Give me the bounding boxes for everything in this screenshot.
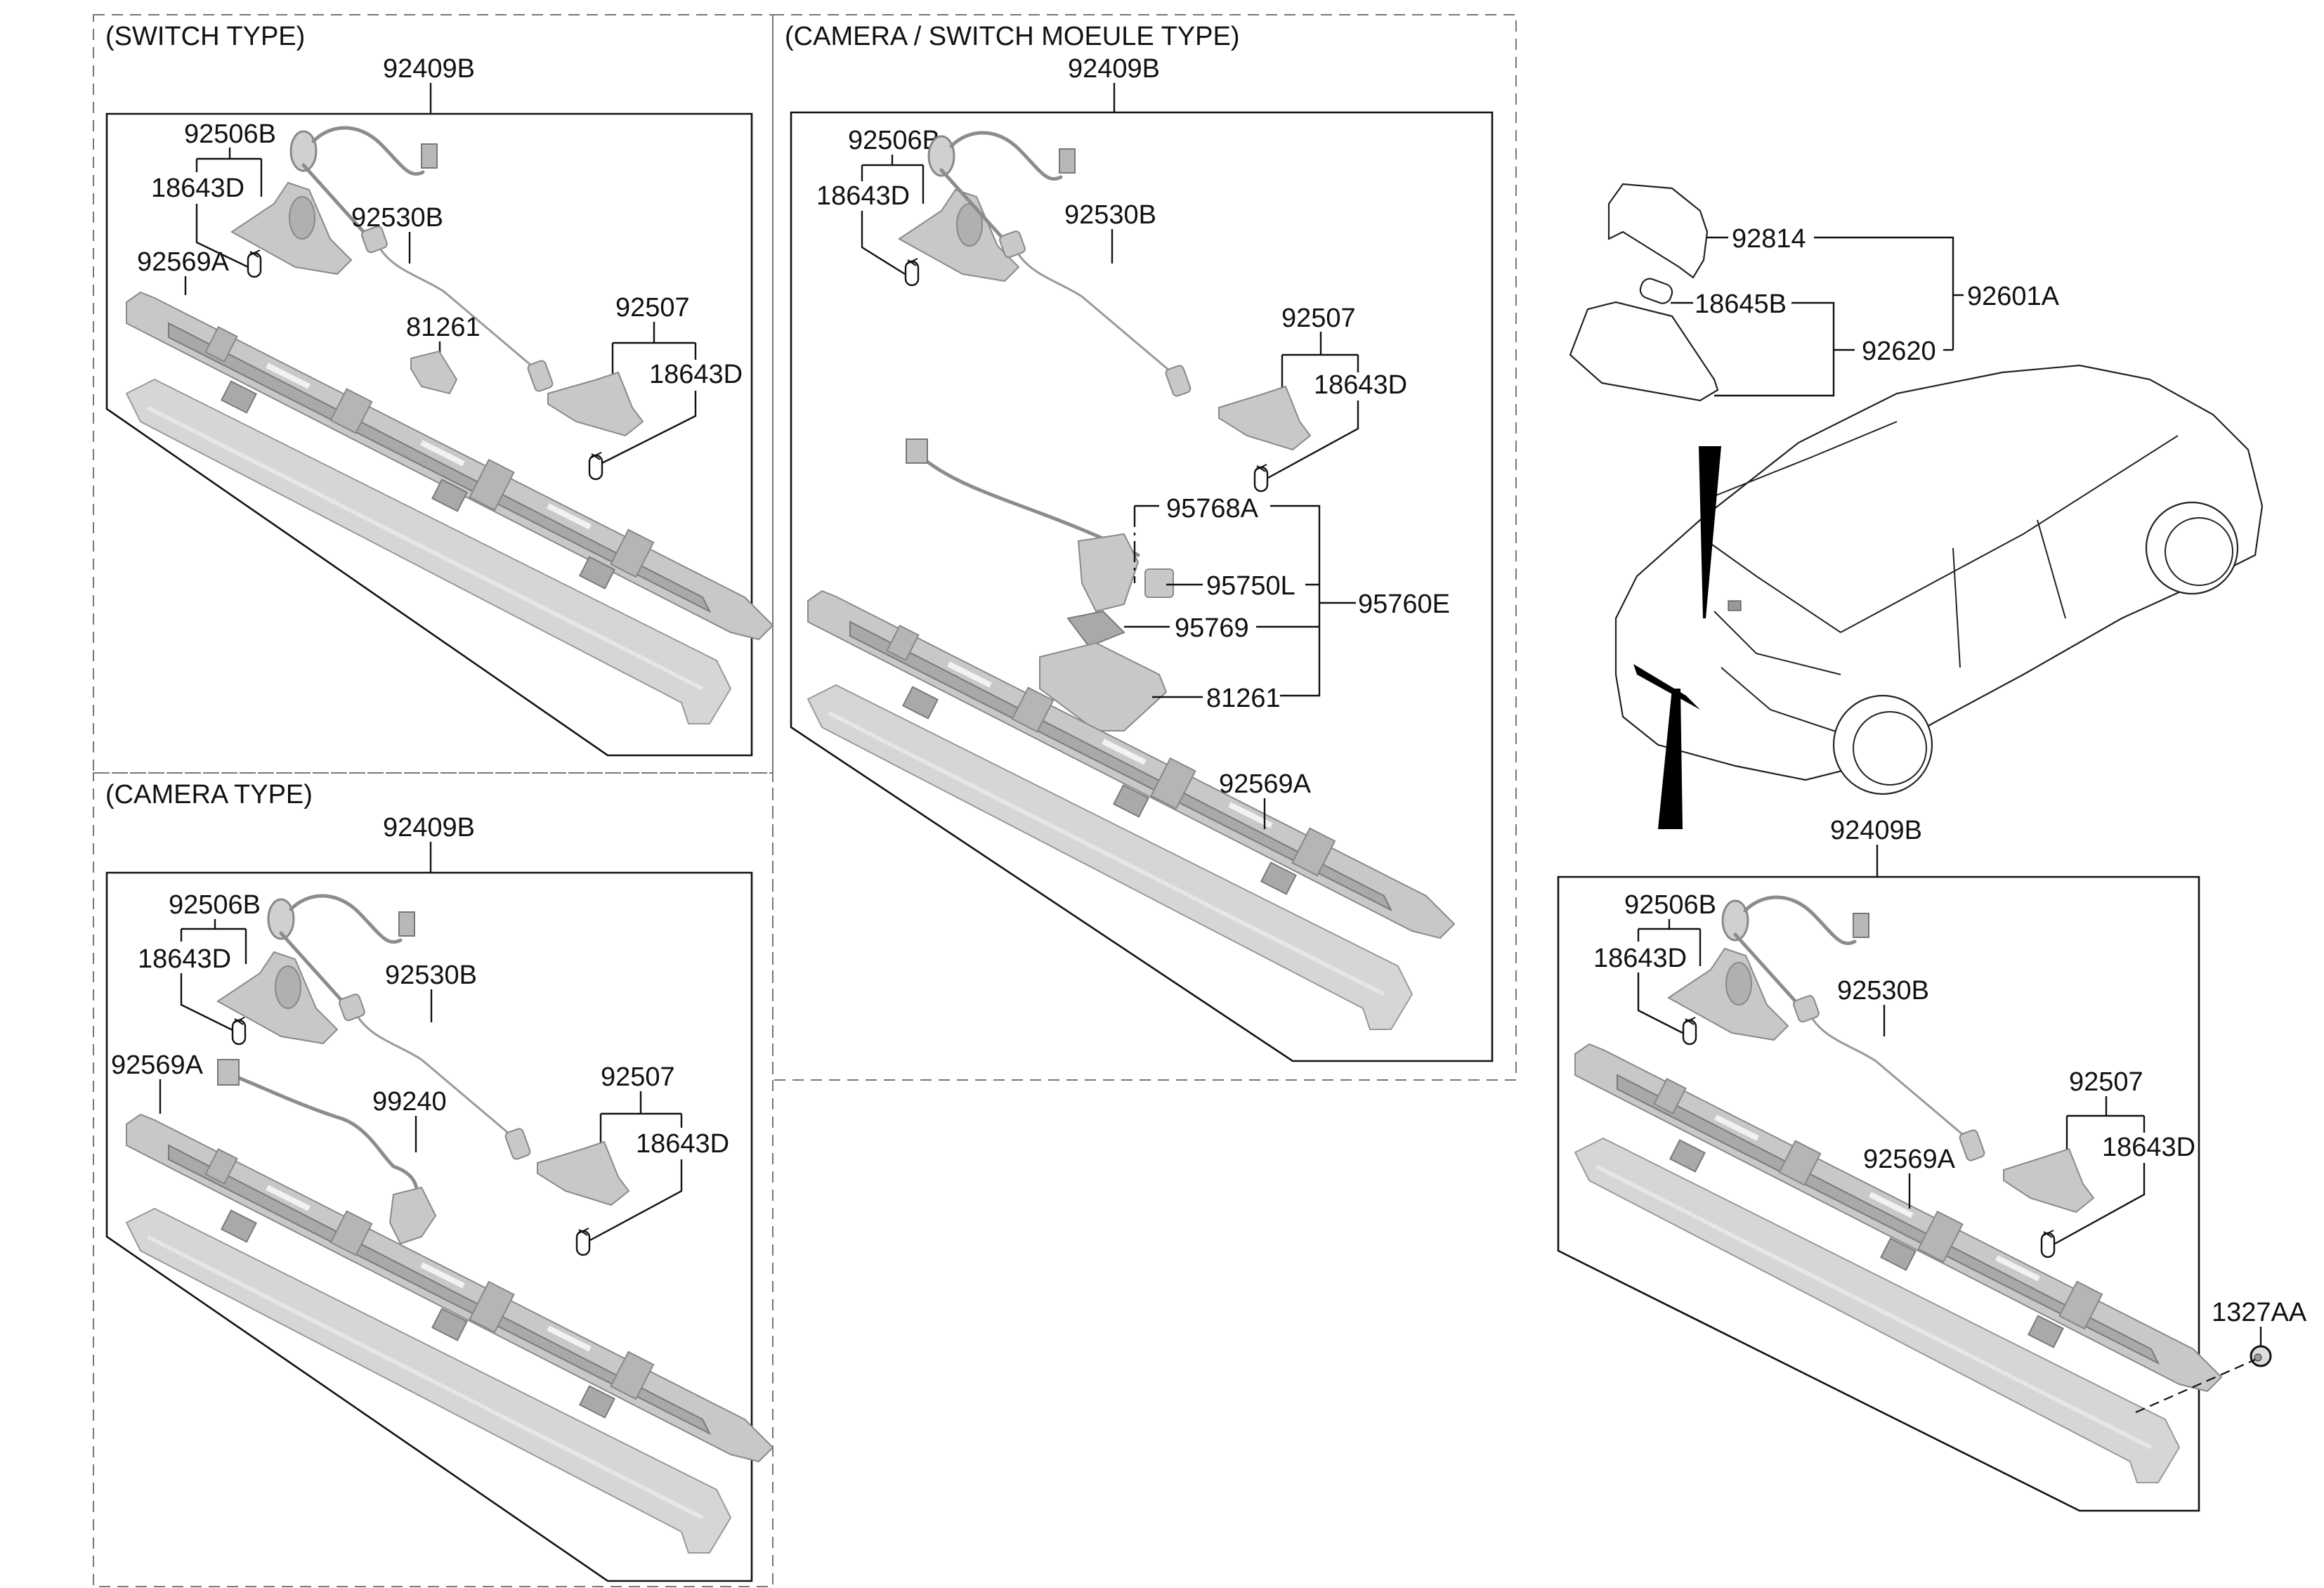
bulb-left-std-icon [1682, 1016, 1697, 1046]
label-wiring: 92530B [351, 203, 443, 233]
pointer-garnish [1658, 689, 1683, 829]
label-garnish-std: 92569A [1863, 1145, 1956, 1174]
label-wiring-std: 92530B [1837, 976, 1929, 1005]
bulb-right-icon [588, 451, 603, 481]
room-lamp-bulb [1639, 278, 1673, 304]
label-room-housing: 92620 [1862, 337, 1936, 366]
label-bulb-left-std: 18643D [1593, 944, 1687, 973]
vehicle-illustration [1614, 364, 2264, 829]
camera-type-section [93, 772, 773, 1587]
section-title-switch-type: (SWITCH TYPE) [105, 22, 305, 51]
label-lamp-right-cam: 92507 [601, 1062, 675, 1092]
label-nut: 1327AA [2212, 1298, 2307, 1327]
label-switch: 81261 [406, 313, 481, 342]
label-garnish: 92569A [137, 247, 230, 277]
label-room-bulb: 18645B [1695, 289, 1787, 319]
label-assembly-switch: 92409B [383, 54, 475, 84]
label-lamp-right-std: 92507 [2069, 1067, 2143, 1097]
camera-switch-module-section [772, 14, 1517, 1081]
label-bulb-right: 18643D [649, 360, 743, 389]
assembly-frame-standard [1557, 876, 2200, 1512]
label-bulb-right-cam: 18643D [636, 1129, 729, 1159]
label-assembly-camera-switch: 92409B [1068, 54, 1160, 84]
label-camera-bracket: 95768A [1166, 494, 1259, 523]
label-housing-lamp-std: 92506B [1624, 890, 1716, 920]
section-title-camera-type: (CAMERA TYPE) [105, 780, 313, 809]
label-wiring-cs: 92530B [1064, 200, 1156, 230]
trunk-switch [410, 350, 458, 395]
camera-type-group: (CAMERA TYPE) 92409B 92506B 18643D 92530… [105, 780, 773, 1582]
assembly-frame-camera-switch [790, 111, 1494, 1062]
label-camera: 95750L [1206, 571, 1295, 601]
license-lamp-right [547, 371, 644, 437]
label-room-lens: 92814 [1732, 224, 1806, 254]
label-housing-lamp-cs: 92506B [848, 126, 940, 155]
label-bulb-left: 18643D [151, 174, 244, 203]
label-housing-lamp: 92506B [184, 119, 276, 149]
room-lamp-group: 92814 92601A 18645B 92620 [1569, 183, 2060, 402]
camera-unit [1077, 533, 1140, 613]
label-garnish-cam: 92569A [111, 1050, 204, 1080]
label-bulb-left-cam: 18643D [138, 944, 231, 974]
pointer-room-lamp [1699, 446, 1721, 618]
label-housing-lamp-cam: 92506B [169, 890, 261, 920]
label-bulb-right-cs: 18643D [1314, 370, 1407, 400]
label-assembly-camera: 92409B [383, 813, 475, 842]
camera-switch-module-group: (CAMERA / SWITCH MOEULE TYPE) 92409B 925… [785, 22, 1494, 1062]
label-garnish-cs: 92569A [1219, 769, 1312, 799]
garnish-bracket [126, 292, 773, 639]
label-bulb-left-cs: 18643D [816, 181, 910, 211]
bulb-right-cs-icon [1253, 463, 1269, 493]
label-wiring-cam: 92530B [385, 961, 477, 990]
bulb-right-std-icon [2040, 1229, 2056, 1258]
label-room-assembly: 92601A [1967, 282, 2060, 311]
label-gasket: 95769 [1175, 613, 1249, 643]
label-lamp-right-cs: 92507 [1281, 304, 1356, 333]
label-assembly-standard: 92409B [1830, 816, 1922, 845]
label-bulb-right-std: 18643D [2102, 1133, 2195, 1162]
license-lamp-right-cs [1218, 385, 1312, 451]
license-lamp-right-std [2003, 1147, 2095, 1213]
label-camera-cam: 99240 [372, 1087, 447, 1117]
assembly-frame-switch [105, 112, 753, 757]
assembly-frame-camera [105, 871, 753, 1582]
section-title-camera-switch: (CAMERA / SWITCH MOEULE TYPE) [785, 22, 1239, 51]
license-lamp-right-cam [537, 1140, 630, 1206]
label-lamp-right: 92507 [615, 293, 690, 323]
switch-type-group: (SWITCH TYPE) 92409B 92506B 18643D 92530… [105, 22, 773, 757]
label-camera-assembly: 95760E [1358, 590, 1450, 619]
room-lamp-housing [1569, 301, 1719, 402]
standard-group: 92409B 92506B 18643D 92530B 92569A 92507… [1557, 816, 2307, 1512]
camera-harness-cam [230, 1073, 419, 1211]
bulb-left-cam-icon [231, 1016, 247, 1046]
bulb-left-cs-icon [904, 257, 920, 287]
bulb-right-cam-icon [575, 1227, 591, 1256]
switch-module [1039, 642, 1168, 731]
camera-gasket [1066, 610, 1125, 648]
camera-unit-cam [389, 1186, 437, 1245]
bulb-left-icon [247, 249, 262, 278]
camera-connector [1144, 568, 1174, 598]
room-lamp-lens [1607, 183, 1709, 279]
label-switch-module: 81261 [1206, 684, 1281, 713]
